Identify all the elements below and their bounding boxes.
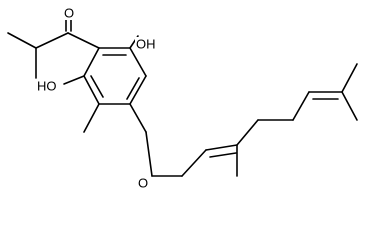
ether-oxygen-label: O <box>138 176 148 191</box>
bond-to-left-hydroxyl <box>63 75 85 85</box>
ring-bond <box>83 75 100 105</box>
bond <box>67 32 100 49</box>
ring-bond <box>129 47 147 77</box>
chain-double-bond <box>205 144 238 151</box>
chain-bond <box>181 149 207 177</box>
label-mask <box>135 37 160 52</box>
left-hydroxyl-label: HO <box>37 79 57 94</box>
ring-methyl-bond <box>83 103 100 133</box>
ring-to-ether-bond <box>129 103 147 133</box>
geranyl-chain <box>181 63 358 177</box>
chain-bond <box>341 91 358 121</box>
bond <box>7 32 37 49</box>
chain-double-bond <box>209 152 237 158</box>
bond <box>35 32 69 49</box>
ether-bond <box>145 131 153 177</box>
chain-bond <box>292 91 310 121</box>
chain-bond <box>341 63 358 93</box>
ring-double-bond-inner <box>90 75 104 98</box>
label-mask <box>37 79 62 94</box>
ring-double-bond-inner <box>126 77 140 100</box>
isobutyryl-group <box>7 19 100 79</box>
carbonyl-oxygen-label: O <box>64 6 74 21</box>
top-hydroxyl-label: OH <box>136 37 156 52</box>
label-mask <box>62 6 76 20</box>
ring-bond <box>129 75 147 105</box>
ring-bond <box>83 47 100 77</box>
benzene-ring <box>83 47 147 105</box>
label-mask <box>136 177 150 190</box>
chain-bond <box>236 119 259 146</box>
chemical-structure: O OH HO O <box>7 6 358 191</box>
